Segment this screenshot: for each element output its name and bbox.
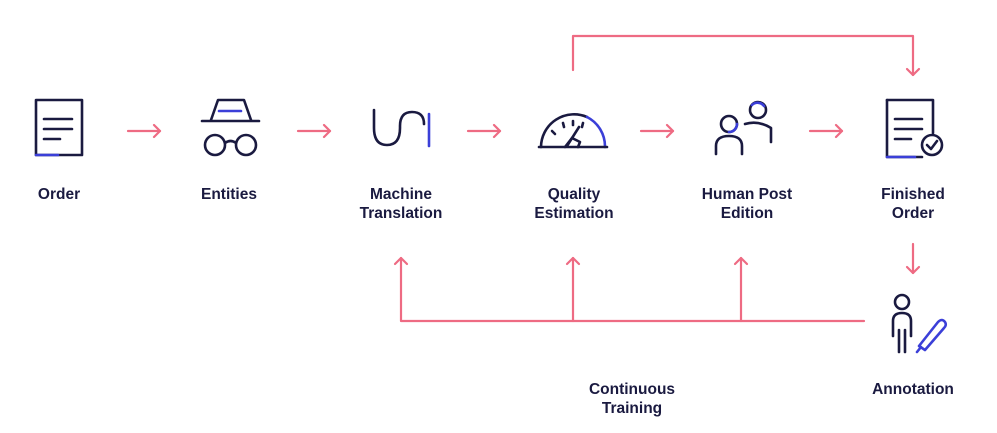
flow-arrow-hpe-finished — [808, 123, 844, 139]
step-label-entities: Entities — [149, 185, 309, 204]
label-line: Estimation — [534, 205, 614, 222]
step-label-annotation: Annotation — [833, 380, 993, 399]
bypass-arrow-qe-finished — [571, 34, 921, 77]
gauge-icon — [537, 113, 609, 149]
label-line: Annotation — [872, 381, 954, 398]
label-line: Finished — [881, 186, 945, 203]
step-label-machine-translation: Machine Translation — [321, 185, 481, 223]
label-line: Continuous — [588, 381, 676, 398]
label-line: Quality — [547, 186, 601, 203]
label-line: Order — [891, 205, 935, 222]
label-line: Machine — [369, 186, 432, 203]
incognito-icon — [200, 98, 261, 157]
label-line: Training — [601, 400, 663, 417]
flow-arrow-qe-hpe — [639, 123, 675, 139]
document-icon — [34, 98, 84, 157]
flow-arrow-entities-mt — [296, 123, 332, 139]
step-label-human-post-edition: Human Post Edition — [667, 185, 827, 223]
label-line: Order — [37, 186, 81, 203]
step-label-order: Order — [0, 185, 139, 204]
label-line: Entities — [201, 186, 257, 203]
feedback-loop — [393, 256, 866, 323]
label-line: Human Post — [701, 186, 793, 203]
flow-arrow-order-entities — [126, 123, 162, 139]
person-pen-icon — [891, 293, 948, 354]
flow-arrow-mt-qe — [466, 123, 502, 139]
document-check-icon — [885, 98, 944, 159]
people-icon — [714, 100, 773, 156]
label-line: Translation — [359, 205, 443, 222]
step-label-quality-estimation: Quality Estimation — [494, 185, 654, 223]
flow-arrow-finished-annotation — [905, 242, 921, 275]
label-line: Edition — [720, 205, 774, 222]
feedback-label: Continuous Training — [552, 380, 712, 418]
step-label-finished-order: Finished Order — [833, 185, 993, 223]
wave-icon — [372, 108, 431, 148]
